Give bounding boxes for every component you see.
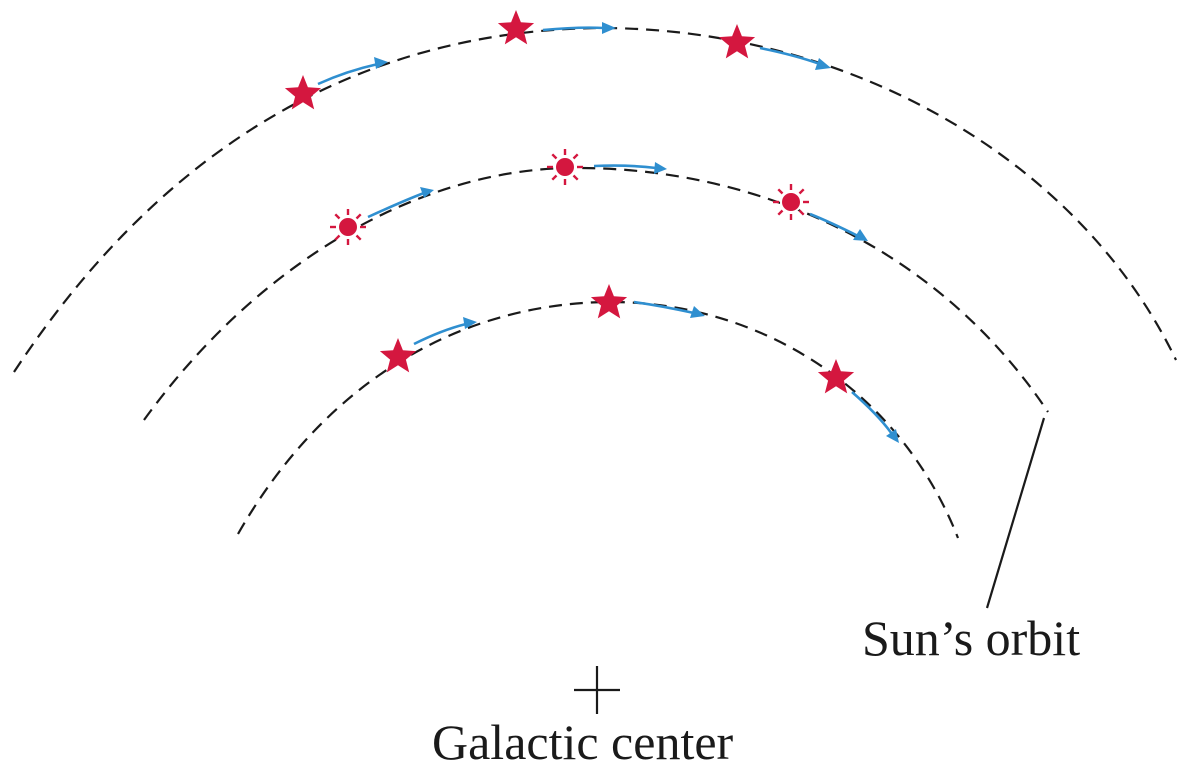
arrowhead-icon <box>815 58 831 70</box>
inner-motion-arrow-2 <box>633 300 695 315</box>
inner-motion-arrow-3 <box>851 391 894 435</box>
inner-orbit <box>237 300 960 539</box>
arrowhead-icon <box>463 317 477 329</box>
middle-motion-arrow-3 <box>809 212 859 238</box>
arrowhead-icon <box>654 162 667 174</box>
outer-motion-arrow-1 <box>317 62 379 86</box>
arrowhead-icon <box>853 229 868 241</box>
outer-motion-arrow-2 <box>542 26 605 32</box>
arrowhead-icon <box>420 187 434 198</box>
sun-orbit-leader-line <box>985 417 1046 609</box>
sun-icon <box>330 209 366 245</box>
outer-orbit <box>13 26 1177 373</box>
middle-motion-arrow-1 <box>367 191 425 219</box>
star-icon <box>718 24 756 59</box>
star-icon <box>590 284 628 319</box>
star-icon <box>379 338 417 373</box>
star-icon <box>817 359 855 394</box>
arrowhead-icon <box>602 22 616 34</box>
inner-motion-arrow-1 <box>413 322 467 346</box>
sun-icon <box>547 149 583 185</box>
galactic-center-cross-icon <box>574 666 620 714</box>
arrowhead-icon <box>374 57 388 69</box>
arrowhead-icon <box>886 429 899 443</box>
sun-orbit-label: Sun’s orbit <box>862 610 1081 666</box>
sun-icon <box>773 184 809 220</box>
outer-motion-arrow-3 <box>759 46 821 66</box>
galactic-center-label: Galactic center <box>432 714 734 770</box>
sun-orbit <box>143 166 1049 421</box>
middle-motion-arrow-2 <box>593 164 657 170</box>
star-icon <box>284 75 322 110</box>
star-icon <box>497 10 535 45</box>
arrowhead-icon <box>690 306 705 318</box>
